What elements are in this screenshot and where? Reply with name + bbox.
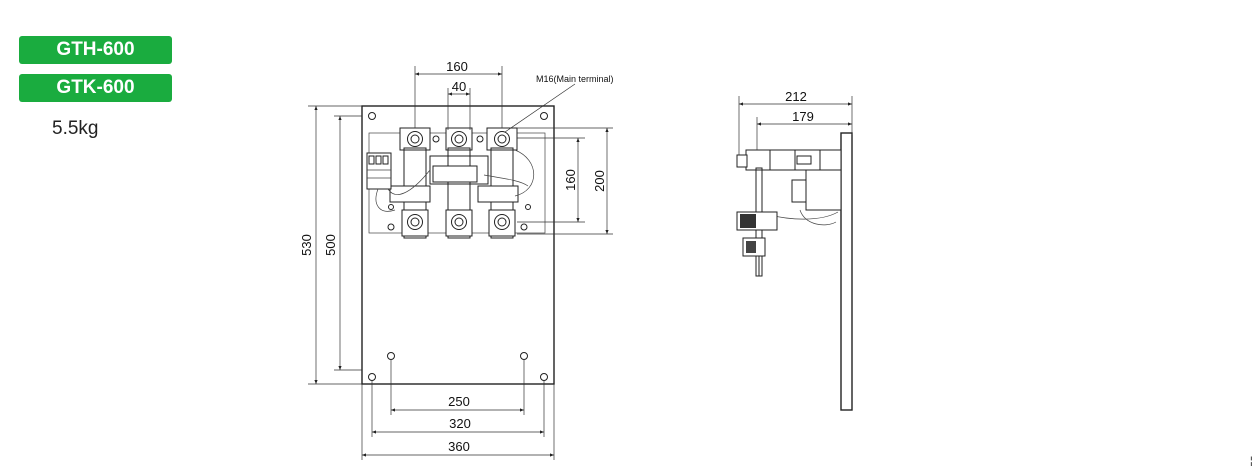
side-plate	[840, 132, 853, 411]
dim-height-530: 530	[299, 234, 314, 256]
mounting-plate-outline	[361, 105, 555, 385]
lower-terminals	[387, 204, 531, 237]
dim-bottom-320: 320	[449, 416, 471, 431]
dim-right-160: 160	[563, 169, 578, 191]
dim-side-179: 179	[792, 109, 814, 124]
mounting-holes	[368, 112, 548, 381]
upper-terminals	[399, 127, 518, 151]
weight-label: 5.5kg	[52, 118, 99, 139]
relay-block	[366, 152, 431, 212]
dim-side-212: 212	[785, 89, 807, 104]
dim-top-40: 40	[452, 79, 466, 94]
dim-top-160: 160	[446, 59, 468, 74]
callout-main-terminal: M16(Main terminal)	[536, 74, 614, 84]
corner-mark: ¦	[1250, 456, 1253, 467]
front-view: 160 40 M16(Main terminal) 530 500 160 20…	[299, 59, 614, 460]
side-view: 212 179	[736, 89, 853, 411]
model-badge-gth-600: GTH-600	[19, 36, 172, 64]
dim-bottom-250: 250	[448, 394, 470, 409]
dim-bottom-360: 360	[448, 439, 470, 454]
model-badge-gtk-600: GTK-600	[19, 74, 172, 102]
dim-right-200: 200	[592, 170, 607, 192]
dim-height-500: 500	[323, 234, 338, 256]
